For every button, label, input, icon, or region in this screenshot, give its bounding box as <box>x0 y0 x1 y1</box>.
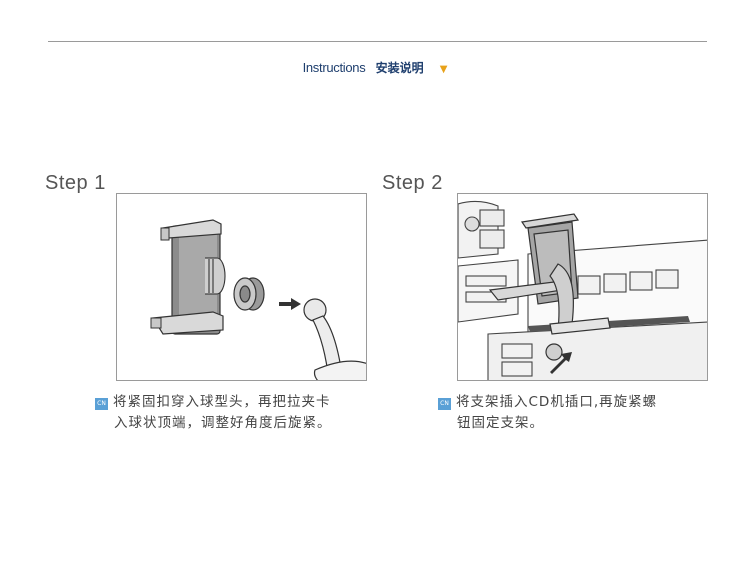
cn-badge-icon: CN <box>95 398 108 410</box>
step1-caption: CN 将紧固扣穿入球型头，再把拉夹卡 入球状顶端，调整好角度后旋紧。 <box>95 392 332 434</box>
header-title-en: Instructions <box>302 60 366 75</box>
step2-title: Step 2 <box>382 172 443 194</box>
step1-title: Step 1 <box>45 172 106 194</box>
step2-caption-line1: 将支架插入CD机插口,再旋紧螺 <box>456 394 658 410</box>
down-triangle-icon: ▼ <box>439 64 448 75</box>
instructions-header: Instructions 安装说明 ▼ <box>0 59 750 76</box>
step2-caption-line2: 钮固定支架。 <box>457 415 544 431</box>
step2-illustration <box>457 193 708 381</box>
top-divider <box>48 41 707 42</box>
step2-caption: CN 将支架插入CD机插口,再旋紧螺 钮固定支架。 <box>438 392 657 434</box>
step1-caption-line1: 将紧固扣穿入球型头，再把拉夹卡 <box>113 394 331 410</box>
header-title-cn: 安装说明 <box>375 61 424 75</box>
step1-illustration <box>116 193 367 381</box>
cn-badge-icon: CN <box>438 398 451 410</box>
step1-caption-line2: 入球状顶端，调整好角度后旋紧。 <box>114 415 332 431</box>
